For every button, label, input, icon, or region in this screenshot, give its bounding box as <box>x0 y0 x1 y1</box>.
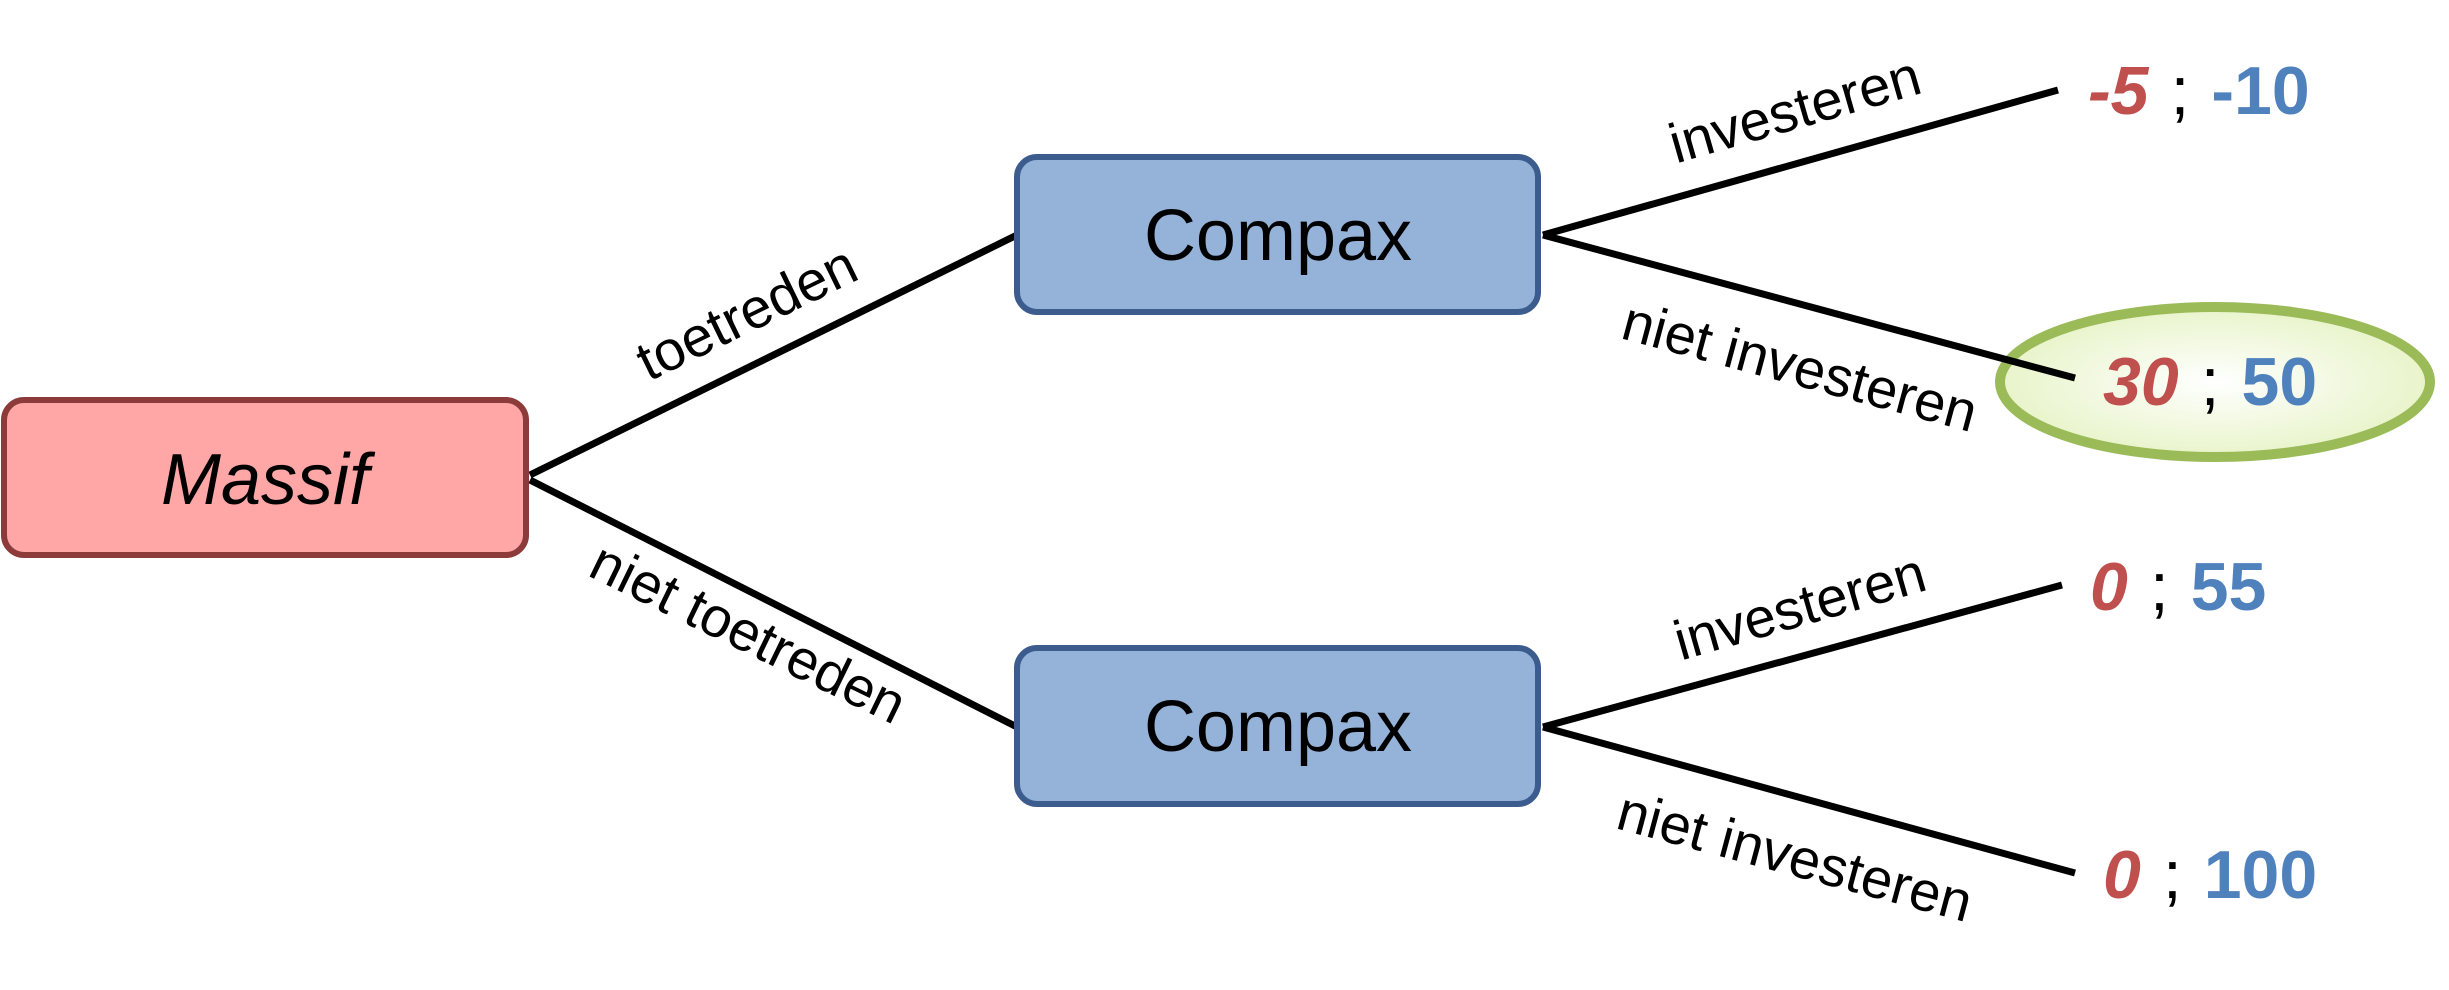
payoff-1-massif: -5 <box>2088 53 2150 129</box>
node-massif: Massif <box>1 397 529 558</box>
payoff-4-separator: ; <box>2163 837 2182 913</box>
edge-root-lower <box>528 476 1019 731</box>
payoff-1-compax: -10 <box>2211 53 2309 129</box>
edge-upper-invest <box>1542 86 2059 239</box>
payoff-2-compax: 50 <box>2242 344 2318 420</box>
payoff-2-massif: 30 <box>2103 344 2179 420</box>
edge-label-lower-niet-investeren: niet investeren <box>1611 779 1979 934</box>
payoff-row-1: -5 ; -10 <box>2088 53 2310 129</box>
node-massif-label: Massif <box>161 440 376 520</box>
edge-upper-no-invest <box>1542 231 2076 382</box>
node-compax-lower-label: Compax <box>1144 687 1412 767</box>
node-compax-lower: Compax <box>1014 645 1541 807</box>
payoff-3-massif: 0 <box>2090 549 2128 625</box>
payoff-2-separator: ; <box>2201 344 2220 420</box>
payoff-4-massif: 0 <box>2103 837 2141 913</box>
edge-lower-invest <box>1542 581 2063 731</box>
edge-label-niet-toetreden: niet toetreden <box>581 529 916 736</box>
payoff-1-separator: ; <box>2170 53 2189 129</box>
edge-label-lower-investeren: investeren <box>1667 540 1933 672</box>
payoff-4-compax: 100 <box>2204 837 2317 913</box>
edge-label-upper-investeren: investeren <box>1662 43 1928 175</box>
edge-label-upper-niet-investeren: niet investeren <box>1616 289 1984 444</box>
node-compax-upper-label: Compax <box>1144 196 1412 276</box>
payoff-row-4: 0 ; 100 <box>2103 837 2317 913</box>
equilibrium-highlight <box>1995 302 2435 462</box>
payoff-row-2: 30 ; 50 <box>2103 344 2317 420</box>
edge-lower-no-invest <box>1542 723 2076 877</box>
node-compax-upper: Compax <box>1014 154 1541 315</box>
payoff-3-compax: 55 <box>2191 549 2267 625</box>
payoff-3-separator: ; <box>2150 549 2169 625</box>
payoff-row-3: 0 ; 55 <box>2090 549 2266 625</box>
edge-root-upper <box>528 231 1019 479</box>
